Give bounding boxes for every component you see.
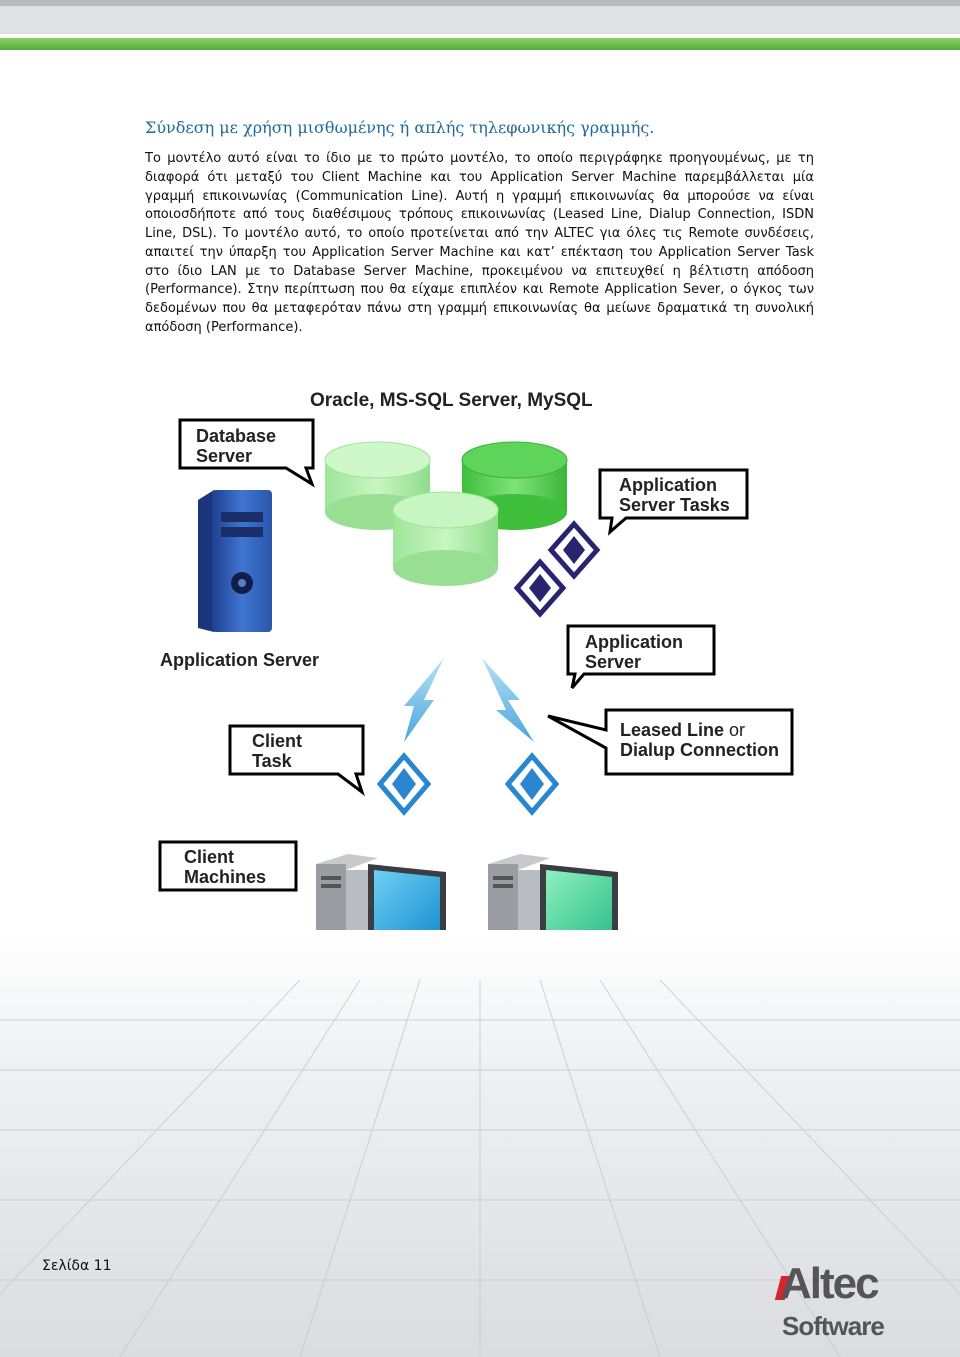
app-server-callout-label-1: Application [585, 632, 683, 652]
lightning-bolt-left-icon [404, 658, 444, 742]
database-server-callout: Database Server [178, 418, 315, 488]
svg-text:Leased Line or: Leased Line or [620, 720, 745, 740]
database-server-label-2: Server [196, 446, 252, 466]
leased-line-or: or [724, 720, 745, 740]
database-server-label-1: Database [196, 426, 276, 446]
client-task-diamond-2 [504, 752, 560, 816]
client-machines-label-1: Client [184, 847, 234, 867]
database-cylinder-2 [392, 491, 499, 586]
altec-software-logo: Altec Software [774, 1259, 890, 1347]
app-server-callout-label-2: Server [585, 652, 641, 672]
dialup-connection-label: Dialup Connection [620, 740, 779, 760]
application-server-tasks-callout: Application Server Tasks [598, 468, 749, 536]
app-server-task-diamond-1 [547, 520, 601, 580]
leased-line-callout: Leased Line or Dialup Connection [547, 708, 794, 776]
db-products-title: Oracle, MS-SQL Server, MySQL [310, 390, 593, 411]
client-computer-2 [488, 854, 618, 930]
client-task-label-2: Task [252, 751, 293, 771]
client-computer-1 [316, 854, 446, 930]
body-paragraph: Το μοντέλο αυτό είναι το ίδιο με το πρώτ… [145, 151, 814, 335]
application-server-tower [198, 490, 272, 632]
client-task-label-1: Client [252, 731, 302, 751]
top-decorative-bar [0, 0, 960, 50]
client-machines-callout: Client Machines [158, 840, 298, 892]
application-server-callout: Application Server [566, 624, 716, 689]
client-machines-label-2: Machines [184, 867, 266, 887]
logo-line-2: Software [782, 1311, 885, 1341]
leased-line-label: Leased Line [620, 720, 724, 740]
architecture-diagram: Oracle, MS-SQL Server, MySQL Database Se… [158, 390, 794, 930]
logo-line-1: Altec [780, 1259, 880, 1308]
app-tasks-label-2: Server Tasks [619, 495, 730, 515]
app-tasks-label-1: Application [619, 475, 717, 495]
client-task-callout: Client Task [228, 724, 365, 797]
lightning-bolt-right-icon [482, 658, 534, 742]
app-server-task-diamond-2 [513, 558, 567, 618]
floor-tiles [0, 980, 960, 1357]
section-heading: Σύνδεση με χρήση μισθωμένης ή απλής τηλε… [145, 118, 655, 137]
client-task-diamond-1 [376, 752, 432, 816]
application-server-label: Application Server [160, 650, 319, 670]
page-number: Σελίδα 11 [42, 1258, 112, 1274]
